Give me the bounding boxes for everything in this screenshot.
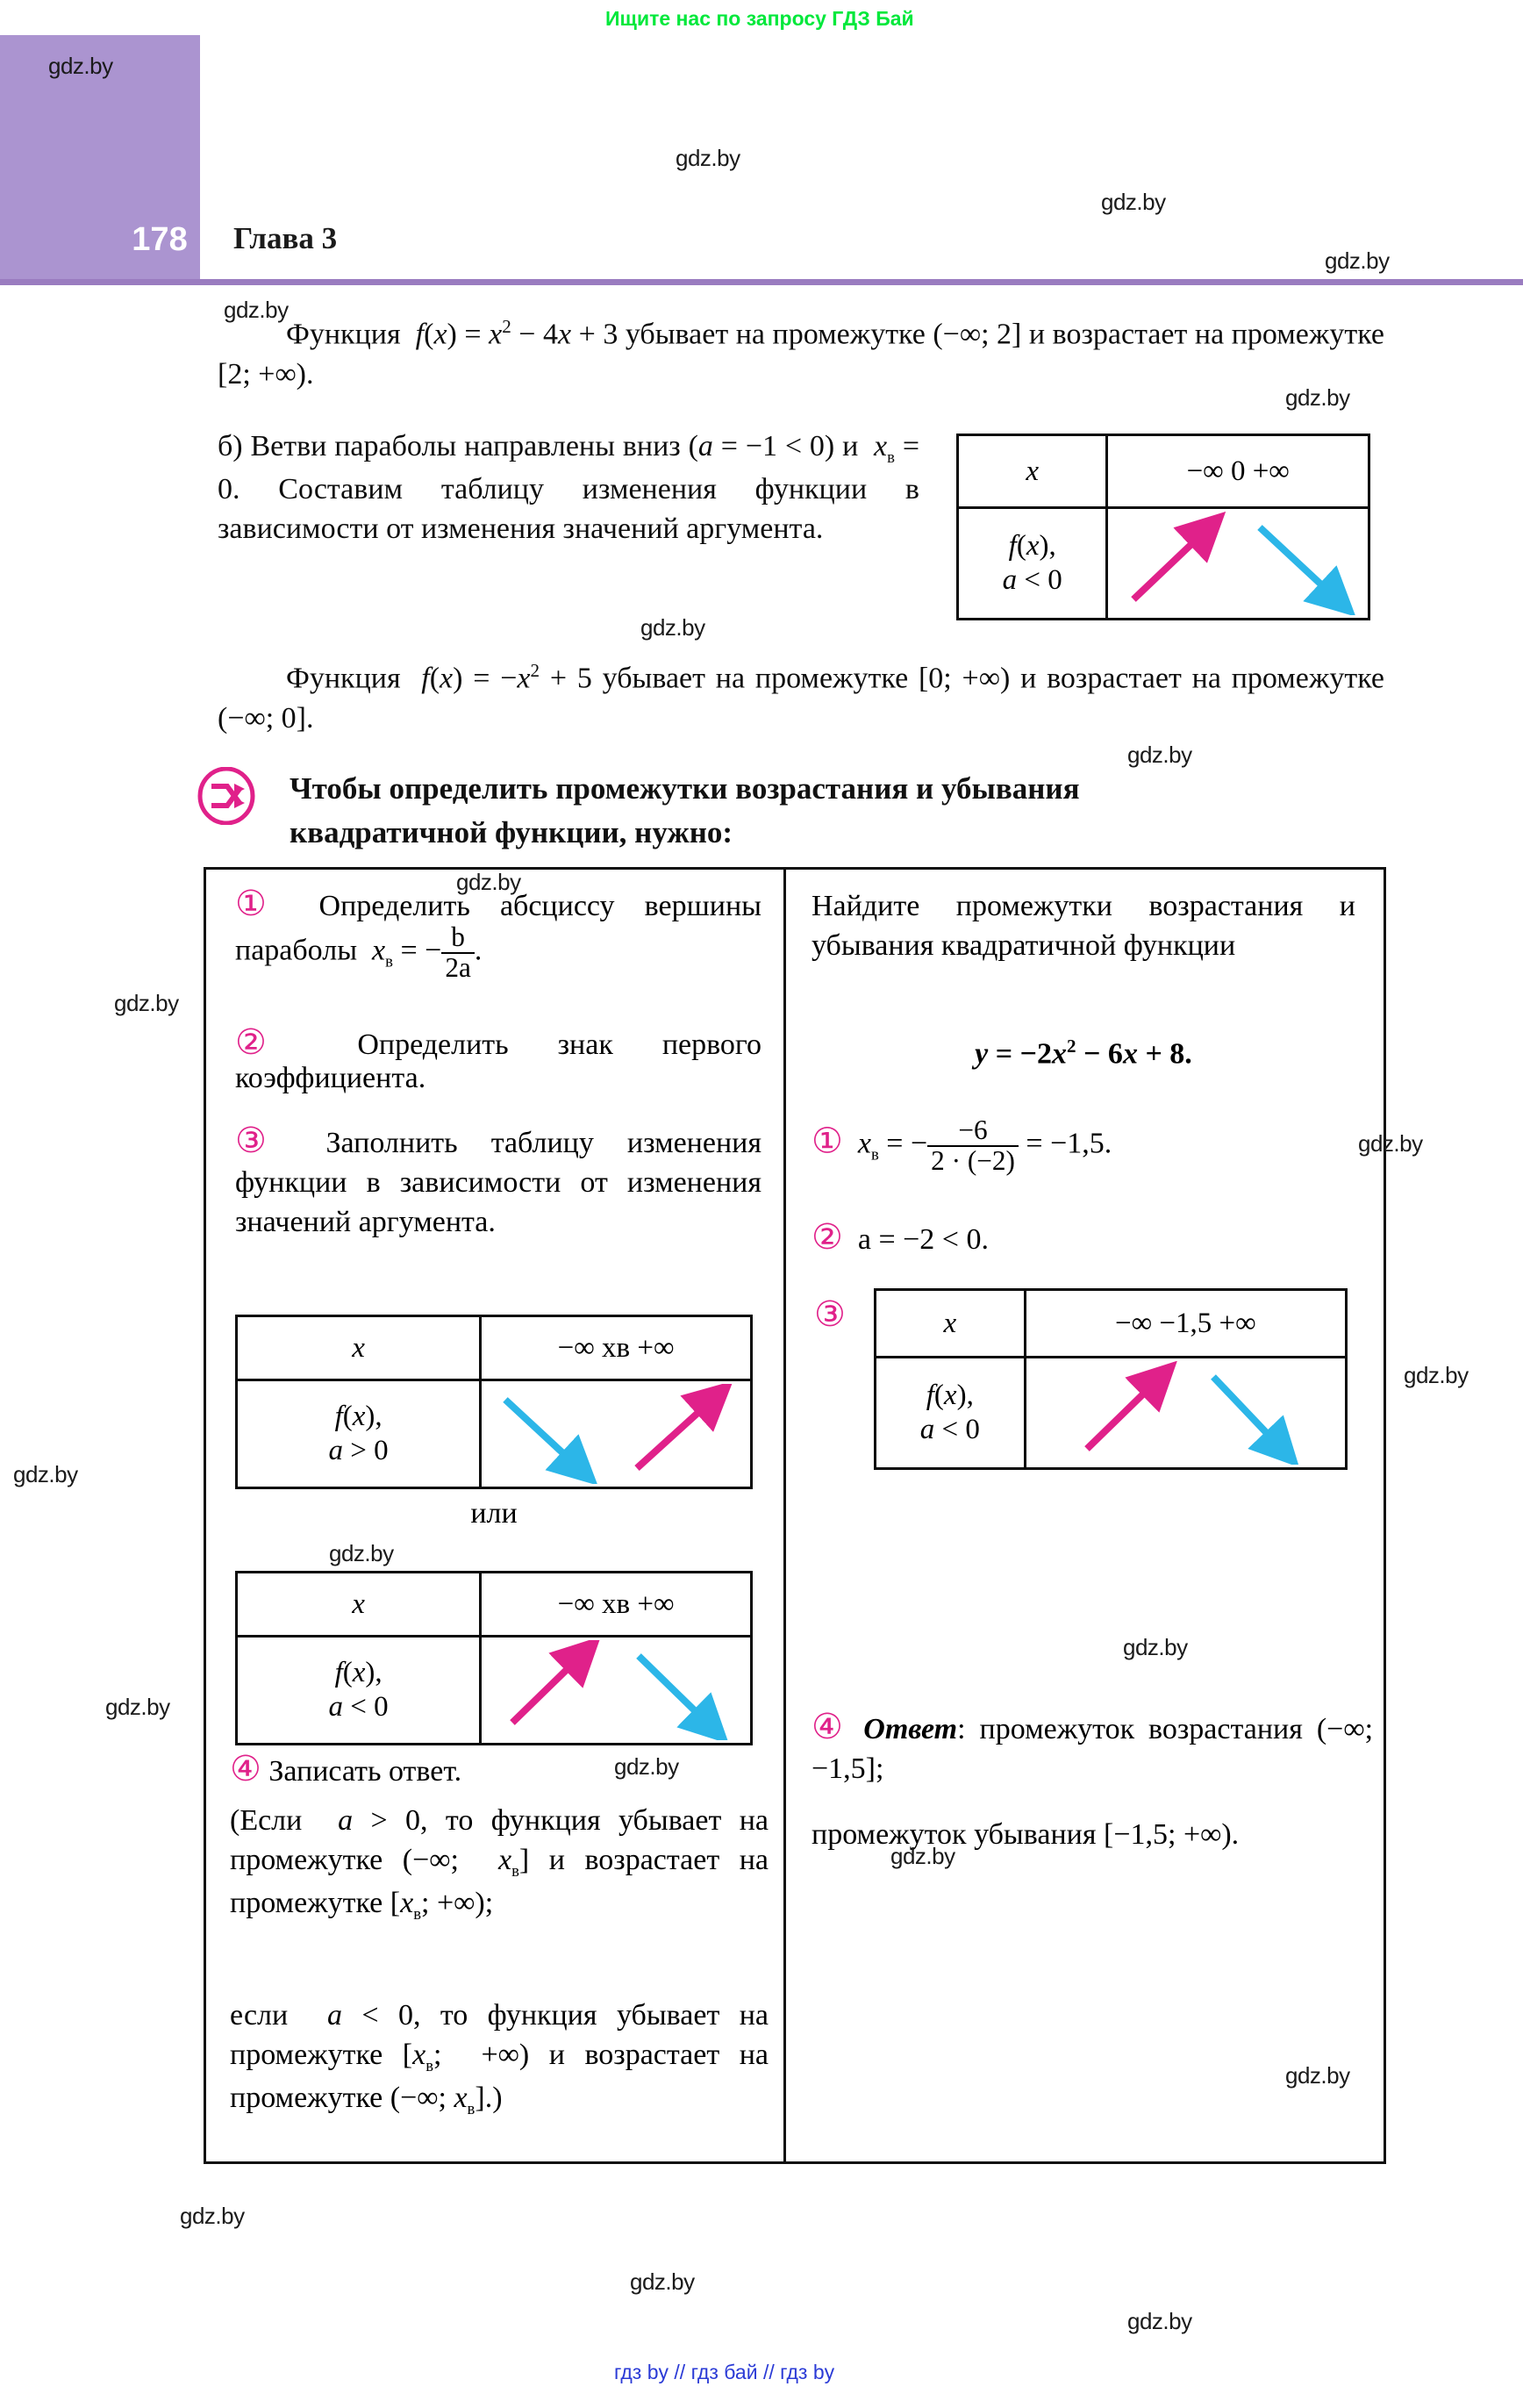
step-2-text: Определить знак первого коэффициента. bbox=[235, 1028, 762, 1094]
example-prompt: Найдите промежутки возрастания и убывани… bbox=[812, 890, 1355, 963]
variation-table-right: x −∞ −1,5 +∞ f(x),a < 0 bbox=[874, 1288, 1348, 1470]
step-number-3: ③ bbox=[814, 1294, 846, 1334]
step-4-text: Записать ответ. bbox=[268, 1755, 462, 1788]
cell-fx-label: f(x),a < 0 bbox=[234, 1635, 483, 1745]
watermark-gdz: gdz.by bbox=[1404, 1362, 1469, 1388]
rule-box-divider bbox=[783, 867, 786, 2164]
cell-x-values: −∞ xв +∞ bbox=[479, 1315, 753, 1381]
paragraph-function-a: Функция f(x) = x2 − 4x + 3 убывает на пр… bbox=[218, 316, 1384, 391]
example-step-3-number: ③ bbox=[814, 1297, 846, 1334]
step-number-4: ④ bbox=[230, 1749, 261, 1788]
footer-links: гдз by // гдз бай // гдз by bbox=[614, 2361, 835, 2383]
step-1-left: ① Определить абсциссу вер­шины параболы … bbox=[235, 884, 762, 983]
step-3-left: ③ Заполнить таблицу изменения функции в … bbox=[235, 1123, 762, 1243]
watermark-gdz: gdz.by bbox=[114, 990, 179, 1016]
watermark-gdz: gdz.by bbox=[640, 614, 705, 641]
table-row: f(x),a < 0 bbox=[955, 506, 1370, 620]
step-2-left: ② Определить знак первого коэффициента. bbox=[235, 1025, 762, 1095]
cell-x-values: −∞ xв +∞ bbox=[479, 1571, 753, 1638]
chapter-title: Глава 3 bbox=[233, 221, 338, 255]
rule-heading: Чтобы определить промежутки возрастания … bbox=[290, 767, 1395, 854]
variation-table-left-1: x −∞ xв +∞ f(x),a > 0 bbox=[234, 1315, 753, 1489]
table-row: x −∞ −1,5 +∞ bbox=[874, 1288, 1348, 1358]
step-4-left: ④ Записать ответ. bbox=[230, 1752, 769, 1788]
example-step-1-result: = −1,5. bbox=[1026, 1127, 1112, 1160]
step-number-1: ① bbox=[812, 1121, 843, 1161]
paragraph-part-b: б) Ветви параболы направлены вниз (a = −… bbox=[218, 430, 919, 545]
step-1-text: Определить абсциссу вер­шины параболы bbox=[235, 890, 762, 967]
cell-x-label: x bbox=[234, 1571, 483, 1638]
watermark-gdz: gdz.by bbox=[1101, 189, 1166, 215]
step-3-text: Заполнить таблицу изменения функции в за… bbox=[235, 1127, 762, 1239]
cell-arrows bbox=[1105, 506, 1370, 620]
cell-fx-label: f(x),a > 0 bbox=[234, 1379, 483, 1489]
watermark-gdz: gdz.by bbox=[180, 2203, 245, 2229]
table-row: f(x),a < 0 bbox=[234, 1635, 753, 1745]
watermark-gdz: gdz.by bbox=[630, 2268, 695, 2295]
variation-table-b: x −∞ 0 +∞ f(x),a < 0 bbox=[955, 434, 1370, 620]
or-separator: или bbox=[470, 1497, 518, 1530]
shuffle-arrows-icon bbox=[197, 767, 255, 825]
cell-x-label: x bbox=[874, 1288, 1026, 1358]
table-row: f(x),a < 0 bbox=[874, 1356, 1348, 1470]
step-number-4: ④ bbox=[812, 1707, 850, 1746]
step-number-2: ② bbox=[235, 1022, 309, 1062]
rule-box bbox=[204, 867, 1386, 2164]
cell-arrows bbox=[1023, 1356, 1348, 1470]
step-number-1: ① bbox=[235, 884, 290, 923]
arrow-pair-up-down-icon bbox=[1131, 512, 1356, 615]
example-equation: y = −2x2 − 6x + 8. bbox=[975, 1036, 1192, 1071]
fraction-denominator: 2a bbox=[441, 951, 475, 983]
promo-banner-text: Ищите нас по запросу ГДЗ Бай bbox=[605, 7, 914, 30]
table-row: x −∞ xв +∞ bbox=[234, 1315, 753, 1381]
fraction-denominator: 2 · (−2) bbox=[927, 1144, 1019, 1176]
example-step-2: ② a = −2 < 0. bbox=[812, 1220, 1373, 1257]
answer-text: : промежуток возрастания (−∞; −1,5]; bbox=[812, 1713, 1374, 1786]
step-4-explanation-2: если a < 0, то функция убывает на промеж… bbox=[230, 1999, 769, 2118]
table-row: x −∞ xв +∞ bbox=[234, 1571, 753, 1638]
cell-arrows bbox=[479, 1635, 753, 1745]
watermark-gdz: gdz.by bbox=[13, 1461, 78, 1487]
answer-label: Ответ bbox=[863, 1713, 958, 1745]
rule-heading-line1: Чтобы определить промежутки возрастания … bbox=[290, 771, 1080, 806]
fraction-numerator: −6 bbox=[958, 1114, 988, 1145]
arrow-pair-up-down-icon bbox=[1083, 1361, 1299, 1465]
cell-arrows bbox=[479, 1379, 753, 1489]
paragraph-function-b-result: Функция f(x) = −x2 + 5 убывает на промеж… bbox=[218, 660, 1385, 735]
header-color-band bbox=[0, 35, 200, 279]
step-number-3: ③ bbox=[235, 1121, 293, 1160]
watermark-gdz: gdz.by bbox=[1127, 742, 1192, 768]
example-answer: ④ Ответ: промежуток возрастания (−∞; −1,… bbox=[812, 1709, 1373, 1788]
cell-x-label: x bbox=[234, 1315, 483, 1381]
watermark-gdz: gdz.by bbox=[1127, 2308, 1192, 2334]
watermark-gdz: gdz.by bbox=[105, 1694, 170, 1720]
fraction-numerator: b bbox=[451, 921, 465, 952]
header-rule bbox=[0, 279, 1523, 285]
arrow-pair-down-up-icon bbox=[503, 1384, 733, 1484]
cell-x-values: −∞ 0 +∞ bbox=[1105, 434, 1370, 509]
example-step-2-text: a = −2 < 0. bbox=[857, 1223, 989, 1256]
example-answer-2: промежуток убывания [−1,5; +∞). bbox=[812, 1818, 1240, 1851]
cell-fx-label: f(x),a < 0 bbox=[874, 1356, 1026, 1470]
rule-heading-line2: квадратичной функции, нужно: bbox=[290, 814, 733, 849]
arrow-pair-up-down-icon bbox=[510, 1640, 730, 1740]
table-row: f(x),a > 0 bbox=[234, 1379, 753, 1489]
variation-table-left-2: x −∞ xв +∞ f(x),a < 0 bbox=[234, 1571, 753, 1745]
page-number: 178 bbox=[132, 221, 188, 258]
watermark-gdz: gdz.by bbox=[676, 145, 740, 171]
table-row: x −∞ 0 +∞ bbox=[955, 434, 1370, 509]
step-4-explanation: (Если a > 0, то функция убывает на проме… bbox=[230, 1804, 769, 1924]
cell-x-values: −∞ −1,5 +∞ bbox=[1023, 1288, 1348, 1358]
watermark-gdz: gdz.by bbox=[1325, 247, 1390, 274]
step-number-2: ② bbox=[812, 1217, 843, 1257]
cell-fx-label: f(x),a < 0 bbox=[955, 506, 1109, 620]
cell-x-label: x bbox=[955, 434, 1109, 509]
